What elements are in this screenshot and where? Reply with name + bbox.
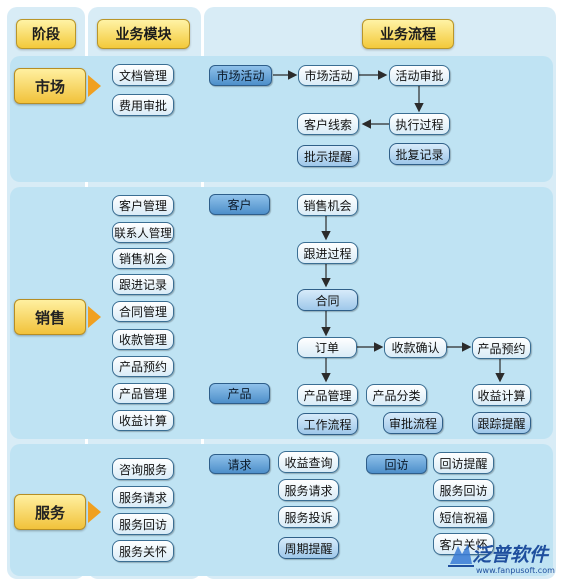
node-period-reminder[interactable]: 周期提醒 [278,537,339,559]
module-followup-record[interactable]: 跟进记录 [112,274,174,295]
module-consulting[interactable]: 咨询服务 [112,458,174,480]
node-customer-leads[interactable]: 客户线索 [297,113,359,135]
node-product-mgmt[interactable]: 产品管理 [297,384,358,406]
module-revenue-calc[interactable]: 收益计算 [112,410,174,431]
stage-service: 服务 [14,494,101,530]
stage-market-label: 市场 [14,68,86,104]
stage-sales: 销售 [14,299,101,335]
module-product-booking[interactable]: 产品预约 [112,356,174,377]
node-service-revisit[interactable]: 服务回访 [433,479,494,501]
node-product-booking[interactable]: 产品预约 [472,337,531,359]
stage-arrow-icon [88,501,101,523]
node-order[interactable]: 订单 [297,337,357,358]
module-service-care[interactable]: 服务关怀 [112,540,174,562]
node-workflow[interactable]: 工作流程 [297,413,358,435]
module-contact-mgmt[interactable]: 联系人管理 [112,222,174,243]
node-instruction-reminder[interactable]: 批示提醒 [297,145,359,167]
header-module: 业务模块 [97,19,190,49]
module-payment-mgmt[interactable]: 收款管理 [112,329,174,350]
node-activity-approval[interactable]: 活动审批 [389,65,450,86]
node-sales-opportunity[interactable]: 销售机会 [297,194,358,216]
node-followup-process[interactable]: 跟进过程 [297,242,358,264]
logo-mark-icon [448,544,474,567]
stage-service-label: 服务 [14,494,86,530]
node-product-category[interactable]: 产品分类 [366,384,427,406]
node-market-activity[interactable]: 市场活动 [298,65,359,86]
stage-arrow-icon [88,306,101,328]
stage-arrow-icon [88,75,101,97]
module-customer-mgmt[interactable]: 客户管理 [112,195,174,216]
tab-market-activity[interactable]: 市场活动 [209,65,272,86]
node-service-complaint[interactable]: 服务投诉 [278,506,339,528]
module-expense-approval[interactable]: 费用审批 [112,94,174,116]
node-reply-record[interactable]: 批复记录 [389,143,450,165]
node-payment-confirm[interactable]: 收款确认 [384,337,447,358]
node-approval-flow[interactable]: 审批流程 [383,412,443,434]
node-contract[interactable]: 合同 [297,289,358,311]
node-revisit-reminder[interactable]: 回访提醒 [433,452,494,474]
node-tracking-reminder[interactable]: 跟踪提醒 [472,412,531,434]
node-customer-care[interactable]: 客户关怀 [433,533,494,555]
stage-market: 市场 [14,68,101,104]
module-product-mgmt[interactable]: 产品管理 [112,383,174,404]
node-execution-process[interactable]: 执行过程 [389,113,450,135]
tab-product[interactable]: 产品 [209,383,270,404]
module-doc-mgmt[interactable]: 文档管理 [112,64,174,86]
module-service-request[interactable]: 服务请求 [112,486,174,508]
module-service-revisit[interactable]: 服务回访 [112,513,174,535]
header-stage: 阶段 [16,19,76,49]
tab-request[interactable]: 请求 [209,454,270,474]
module-contract-mgmt[interactable]: 合同管理 [112,301,174,322]
node-service-request[interactable]: 服务请求 [278,479,339,501]
brand-logo: 泛普软件 www.fanpusoft.com [446,540,558,580]
header-flow: 业务流程 [362,19,454,49]
tab-revisit[interactable]: 回访 [366,454,427,474]
logo-url: www.fanpusoft.com [476,566,555,575]
module-sales-opportunity[interactable]: 销售机会 [112,248,174,269]
logo-name: 泛普软件 [472,544,549,566]
node-sms-greeting[interactable]: 短信祝福 [433,506,494,528]
node-revenue-calc[interactable]: 收益计算 [472,384,531,406]
tab-customer[interactable]: 客户 [209,194,270,215]
node-revenue-query[interactable]: 收益查询 [278,451,339,473]
stage-sales-label: 销售 [14,299,86,335]
